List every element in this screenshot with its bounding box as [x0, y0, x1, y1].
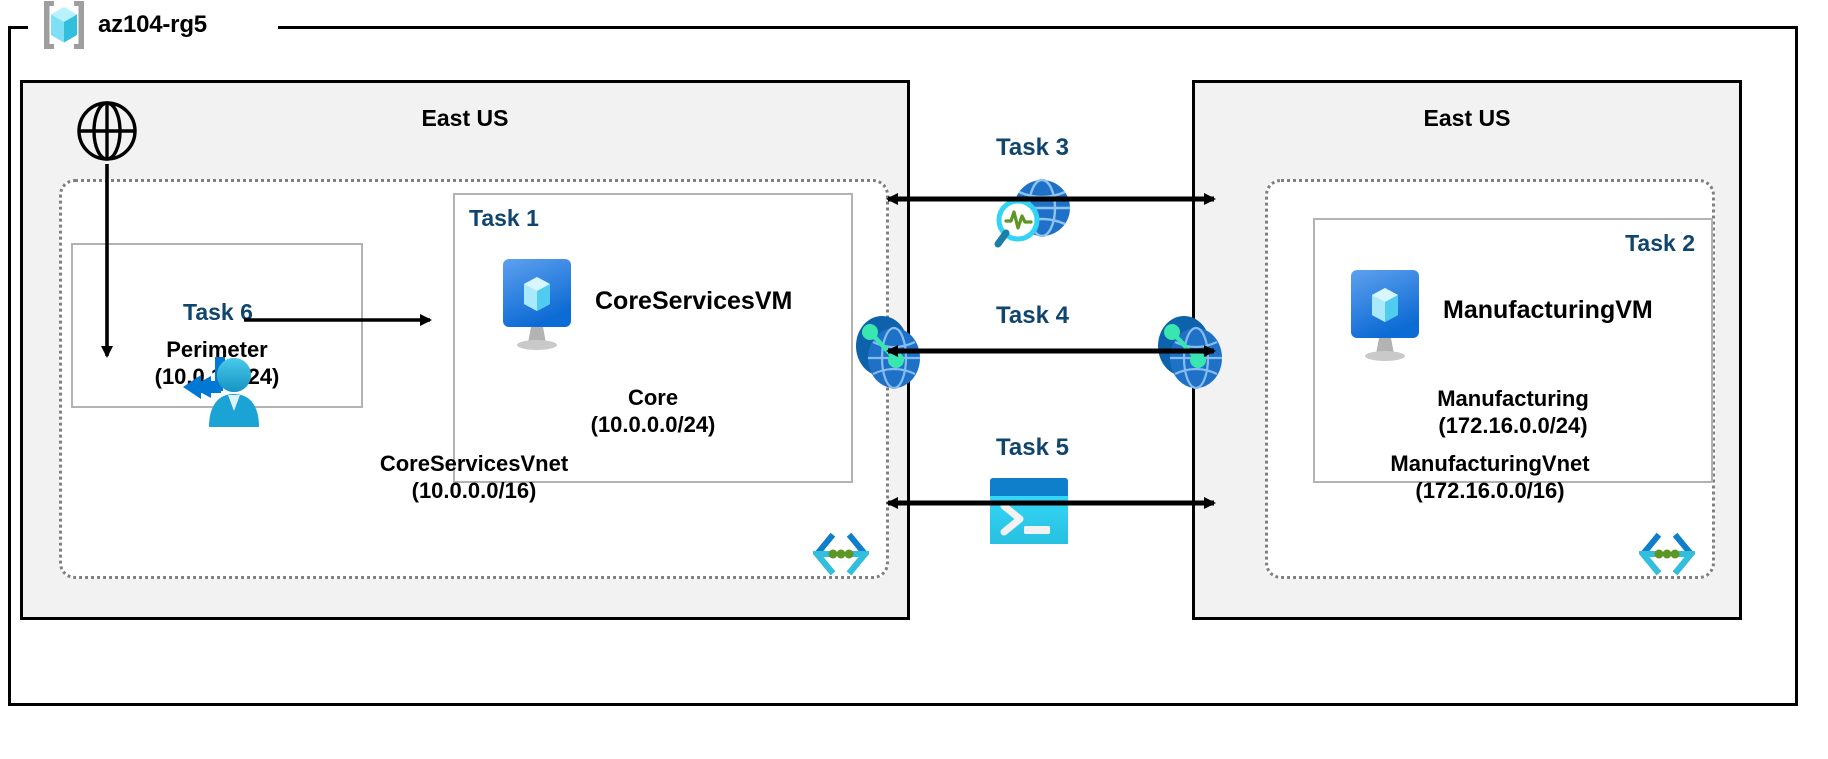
task-label-task4: Task 4 — [996, 302, 1069, 329]
subnet-core-name: Core — [627, 385, 679, 410]
user-with-arrow-icon — [171, 351, 267, 442]
region-title-right: East US — [1423, 105, 1511, 131]
region-east-us-right: East US Task 2 Manufacturing (172.16.0.0… — [1192, 80, 1742, 620]
subnet-manufacturing-caption: Manufacturing (172.16.0.0/24) — [1315, 386, 1711, 440]
task-label-task3: Task 3 — [996, 134, 1069, 161]
resource-group-cube-icon — [36, 0, 92, 51]
resource-group-name: az104-rg5 — [98, 11, 207, 38]
subnet-core: Task 1 Core (10.0.0.0/24) CoreServicesV — [453, 193, 853, 483]
subnet-core-caption: Core (10.0.0.0/24) — [455, 385, 851, 439]
network-watcher-globe-icon — [990, 176, 1076, 261]
vnet-coreservicesvnet-caption: CoreServicesVnet (10.0.0.0/16) — [59, 451, 889, 505]
cloud-shell-terminal-icon — [990, 478, 1068, 549]
vnet-core-cidr: (10.0.0.0/16) — [411, 477, 537, 503]
vnet-manufacturing-cidr: (172.16.0.0/16) — [1415, 477, 1565, 503]
subnet-code-brackets-icon — [810, 531, 872, 582]
vnet-manufacturing-name: ManufacturingVnet — [1390, 451, 1590, 476]
globe-internet-icon — [76, 100, 138, 167]
subnet-core-cidr: (10.0.0.0/24) — [590, 411, 716, 437]
vm-name-manufacturingvm: ManufacturingVM — [1443, 296, 1653, 324]
task-label-task1: Task 1 — [469, 205, 539, 231]
subnet-manufacturing-name: Manufacturing — [1437, 386, 1589, 411]
virtual-machine-icon — [497, 257, 577, 358]
subnet-manufacturing: Task 2 Manufacturing (172.16.0.0/24) — [1313, 218, 1713, 483]
vnet-peering-icon — [848, 310, 934, 401]
subnet-code-brackets-icon — [1636, 531, 1698, 582]
virtual-machine-icon — [1345, 268, 1425, 369]
vm-name-coreservicesvm: CoreServicesVM — [595, 287, 793, 315]
subnet-manufacturing-cidr: (172.16.0.0/24) — [1438, 412, 1588, 438]
task-label-task2: Task 2 — [1625, 230, 1695, 256]
region-east-us-left: East US Perimeter (10.0.1.0/24) Task 6 — [20, 80, 910, 620]
vnet-peering-icon — [1150, 310, 1236, 401]
task-label-task5: Task 5 — [996, 434, 1069, 461]
task-label-task6: Task 6 — [183, 299, 253, 325]
vnet-core-name: CoreServicesVnet — [379, 451, 569, 476]
region-title-left: East US — [421, 105, 509, 131]
resource-group-header: az104-rg5 — [36, 0, 207, 51]
vnet-manufacturingvnet-caption: ManufacturingVnet (172.16.0.0/16) — [1265, 451, 1715, 505]
